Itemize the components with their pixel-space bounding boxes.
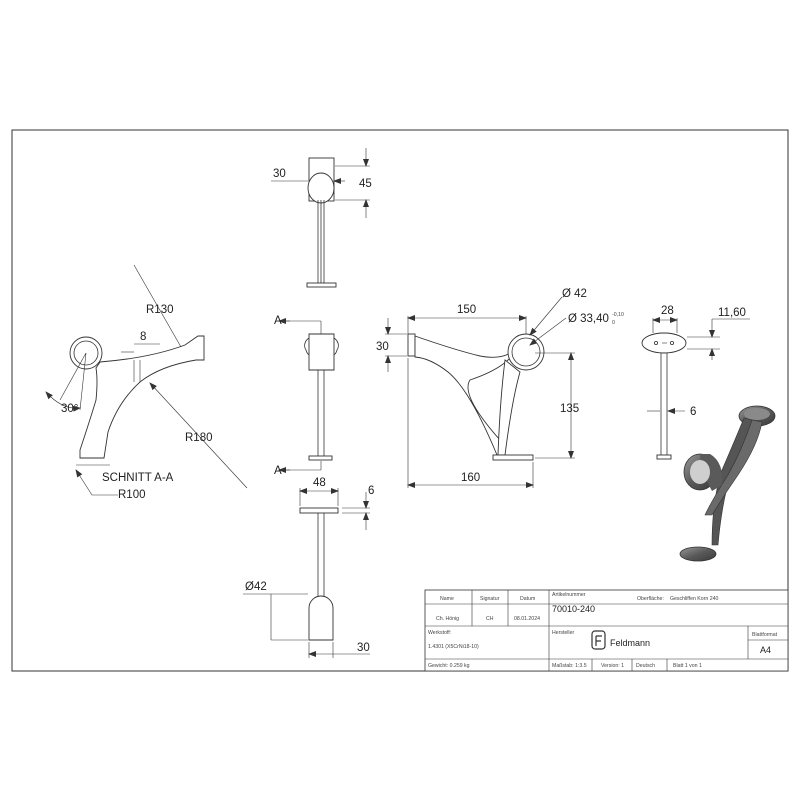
dim-bottom-6: 6 [368, 485, 374, 497]
dim-bottom-dia42: Ø42 [245, 581, 267, 593]
dim-front-135: 135 [560, 403, 579, 415]
tb-article-number: 70010-240 [552, 604, 595, 614]
tb-row-date: 08.01.2024 [514, 616, 540, 622]
tb-material-value: 1.4301 (X5CrNi18-10) [428, 644, 479, 650]
tb-format-label: Blattformat [752, 632, 778, 638]
dim-bottom-48: 48 [313, 477, 326, 489]
dim-front-dia42: Ø 42 [562, 288, 587, 300]
section-a-bottom: A [274, 465, 282, 477]
tb-format-value: A4 [760, 645, 771, 655]
dim-right-1160: 11,60 [718, 307, 746, 319]
tb-col-name: Name [440, 596, 454, 602]
tb-sheet: Blatt 1 von 1 [673, 663, 702, 669]
dim-bottom-30: 30 [357, 642, 370, 654]
dim-right-6: 6 [690, 406, 696, 418]
dim-front-tol-up: -0,10 [612, 312, 624, 318]
dim-right-28: 28 [661, 305, 674, 317]
tb-row-sig: CH [486, 616, 494, 622]
section-a-top: A [274, 315, 282, 327]
section-r100: R100 [118, 489, 146, 501]
dim-front-dia-tube: Ø 33,40 [568, 313, 609, 325]
tb-language: Deutsch [636, 663, 655, 669]
dim-front-160: 160 [461, 472, 480, 484]
dim-top-45: 45 [359, 178, 372, 190]
section-r180: R180 [185, 432, 213, 444]
dim-front-150: 150 [457, 304, 476, 316]
dim-top-30: 30 [273, 168, 286, 180]
section-title: SCHNITT A-A [102, 472, 174, 484]
dim-front-30: 30 [376, 341, 389, 353]
tb-material-label: Werkstoff: [428, 630, 451, 636]
side-view: A A [274, 315, 339, 477]
tb-row-name: Ch. Hönig [436, 616, 459, 622]
top-view: 30 45 [271, 148, 372, 288]
bracket-3d-render [679, 405, 776, 562]
section-dim-8: 8 [140, 331, 146, 343]
tb-weight: Gewicht: 0.259 kg [428, 663, 470, 669]
dim-front-tol-low: 0 [612, 320, 615, 326]
tb-col-datum: Datum [520, 596, 535, 602]
tb-maker-label: Hersteller [552, 630, 574, 636]
tb-brand: Feldmann [610, 638, 650, 648]
section-r130: R130 [146, 304, 174, 316]
tb-surface-value: Geschliffen Korn 240 [670, 596, 718, 602]
front-view: 30 150 135 160 Ø 42 Ø 33,40 -0,10 0 [376, 288, 624, 488]
tb-surface-label: Oberfläche: [637, 596, 664, 602]
section-30deg: 30° [61, 403, 78, 415]
tb-version: Version: 1 [601, 663, 624, 669]
right-side-view: 28 11,60 6 [641, 305, 750, 460]
title-block: Name Signatur Datum Ch. Hönig CH 08.01.2… [424, 589, 789, 672]
tb-col-signatur: Signatur [480, 596, 500, 602]
bottom-view: 48 6 Ø42 30 [243, 477, 374, 658]
section-a-a: 8 R130 R180 30° SCHNITT A-A R100 [45, 264, 248, 501]
sheet-frame [11, 129, 789, 672]
tb-scale: Maßstab: 1:3.5 [552, 663, 587, 669]
tb-article-label: Artikelnummer [552, 592, 586, 598]
feldmann-logo-icon [591, 630, 606, 650]
